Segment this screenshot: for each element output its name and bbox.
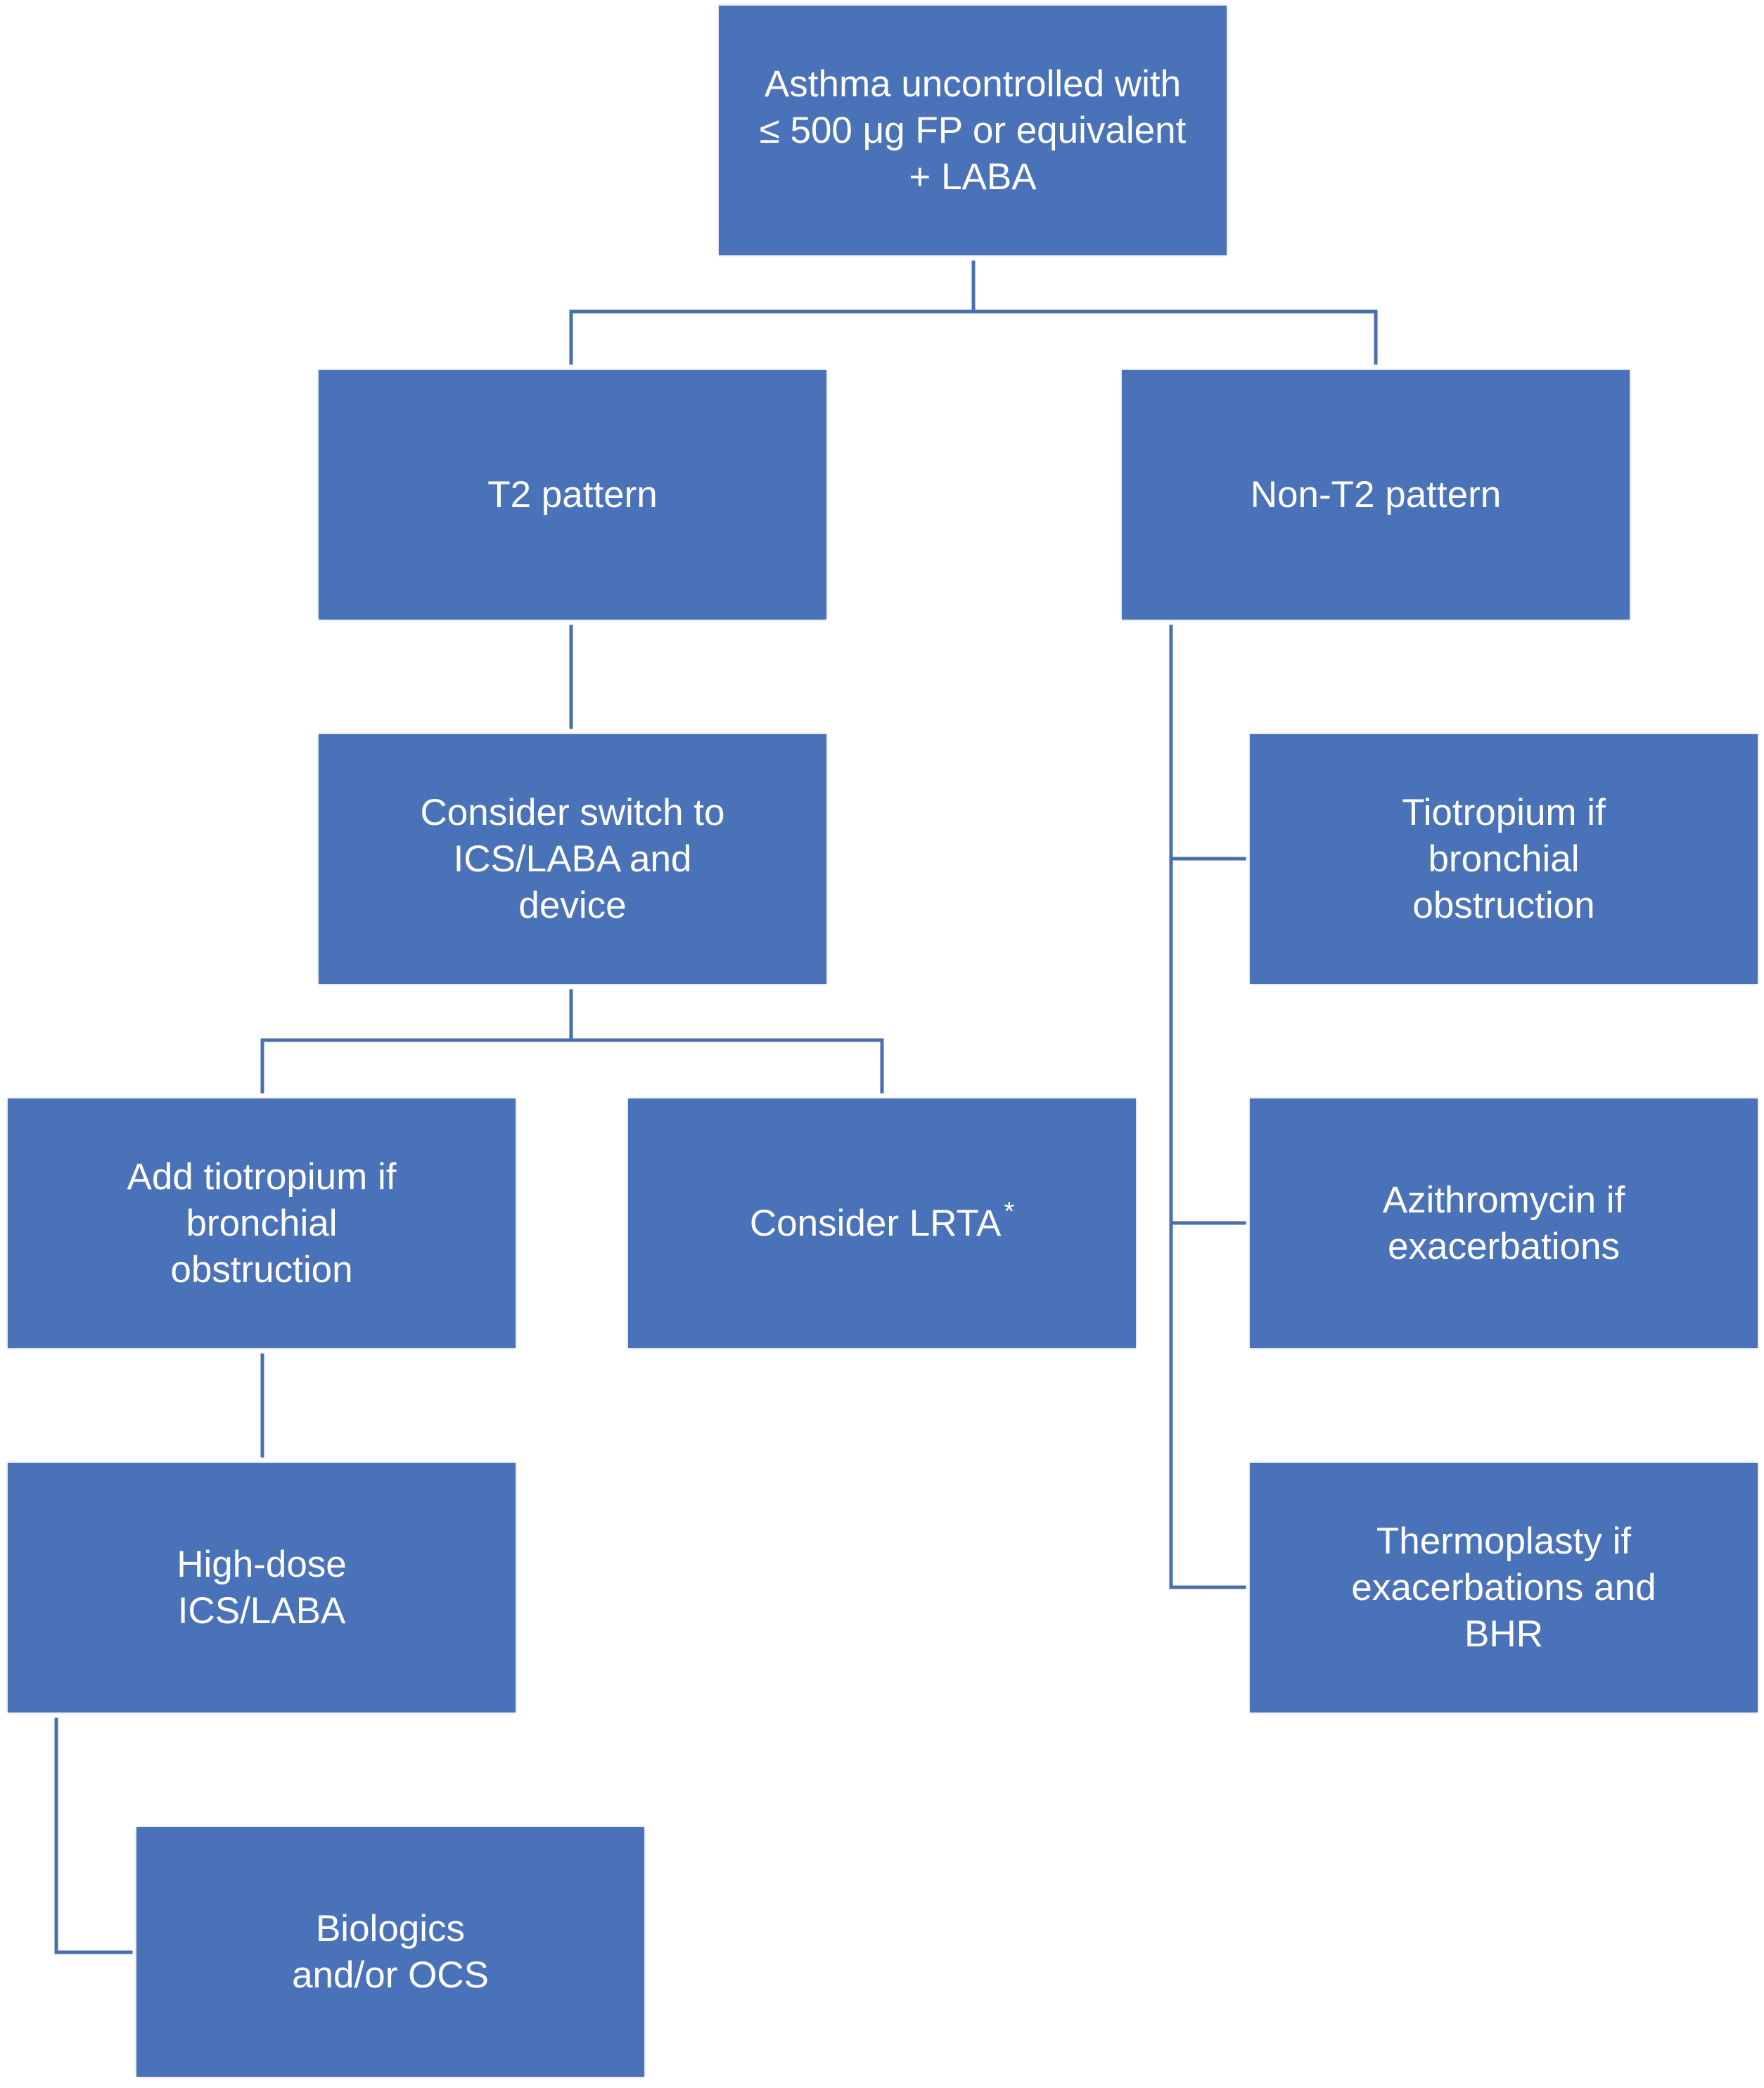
node-t2-pattern-label: T2 pattern — [487, 473, 658, 515]
node-thermoplasty: Thermoplasty if exacerbations and BHR — [1250, 1463, 1758, 1712]
node-t2-pattern: T2 pattern — [319, 370, 826, 620]
node-azithromycin: Azithromycin if exacerbations — [1250, 1099, 1758, 1348]
node-add-tiotropium-label: Add tiotropium if bronchial obstruction — [127, 1155, 397, 1290]
node-consider-lrta-text: Consider LRTA* — [749, 1196, 1015, 1247]
node-high-dose-ics-laba-label: High-dose ICS/LABA — [177, 1543, 347, 1632]
node-biologics-ocs-label: Biologics and/or OCS — [292, 1907, 489, 1996]
footnote-asterisk: * — [1004, 1196, 1015, 1226]
node-non-t2-pattern: Non-T2 pattern — [1122, 370, 1630, 620]
node-biologics-ocs: Biologics and/or OCS — [136, 1827, 644, 2077]
node-non-t2-pattern-label: Non-T2 pattern — [1250, 473, 1502, 515]
node-consider-switch-label: Consider switch to ICS/LABA and device — [420, 791, 725, 926]
node-add-tiotropium: Add tiotropium if bronchial obstruction — [8, 1099, 516, 1348]
node-tiotropium-bronchial-obstruction-label: Tiotropium if bronchial obstruction — [1402, 791, 1606, 926]
node-consider-switch: Consider switch to ICS/LABA and device — [319, 734, 826, 984]
node-high-dose-ics-laba: High-dose ICS/LABA — [8, 1463, 516, 1712]
node-azithromycin-label: Azithromycin if exacerbations — [1382, 1179, 1625, 1267]
node-asthma-uncontrolled: Asthma uncontrolled with ≤ 500 μg FP or … — [719, 6, 1227, 255]
node-asthma-uncontrolled-label: Asthma uncontrolled with ≤ 500 μg FP or … — [759, 63, 1187, 198]
node-consider-lrta-label: Consider LRTA — [749, 1202, 1002, 1244]
node-tiotropium-bronchial-obstruction: Tiotropium if bronchial obstruction — [1250, 734, 1758, 984]
node-thermoplasty-label: Thermoplasty if exacerbations and BHR — [1351, 1520, 1656, 1655]
node-consider-lrta: Consider LRTA* — [628, 1099, 1136, 1348]
